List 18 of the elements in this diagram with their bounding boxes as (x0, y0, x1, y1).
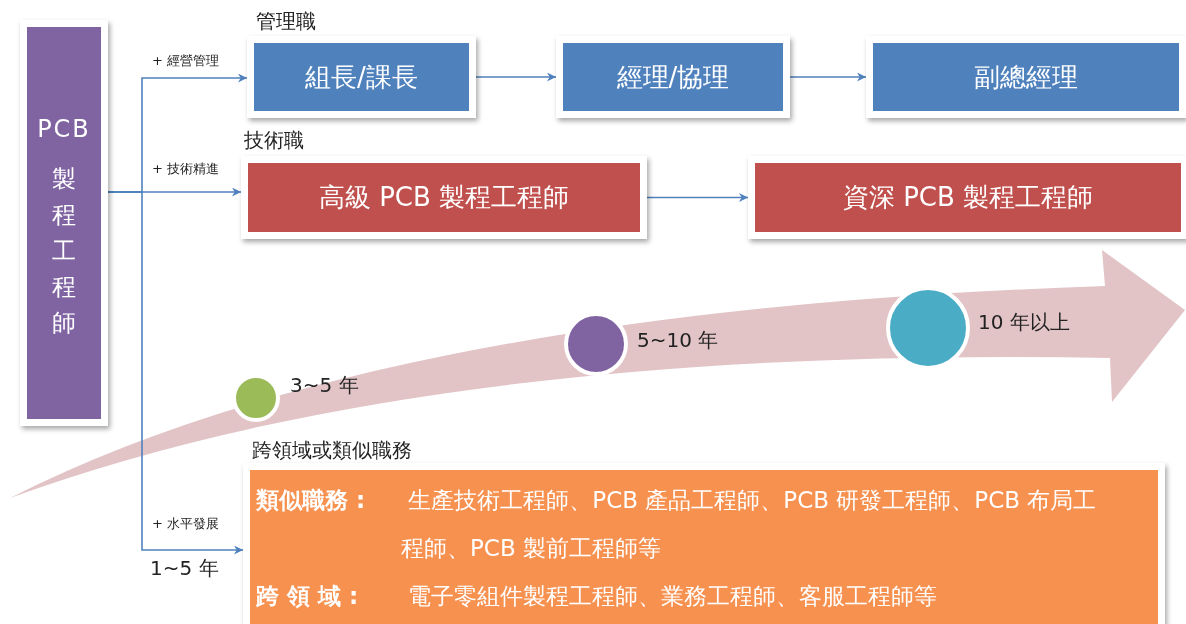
role-title: 製程工程師 (51, 164, 77, 339)
section-heading: 技術職 (244, 127, 304, 154)
edge-label: + 經營管理 (152, 52, 220, 70)
duration-label: 3~5 年 (290, 372, 359, 399)
duration-label: 5~10 年 (637, 327, 719, 354)
arrow (789, 72, 867, 82)
arrow (107, 191, 244, 555)
arrow (475, 72, 557, 82)
arrow (646, 193, 749, 202)
edge-label: + 水平發展 (152, 515, 220, 533)
duration-label: 10 年以上 (978, 309, 1070, 336)
role-title: PCB (37, 115, 91, 143)
edge-label: + 技術精進 (152, 160, 220, 178)
duration-label: 1~5 年 (150, 555, 219, 582)
section-heading: 管理職 (256, 8, 316, 35)
section-heading: 跨領域或類似職務 (252, 437, 412, 464)
info-text: 類似職務 : 生產技術工程師、PCB 產品工程師、PCB 研發工程師、PCB 布局工程師、PCB 製前工程師等 (256, 486, 1098, 563)
info-text: 跨 領 域 : 電子零組件製程工程師、業務工程師、客服工程師等 (256, 582, 939, 611)
